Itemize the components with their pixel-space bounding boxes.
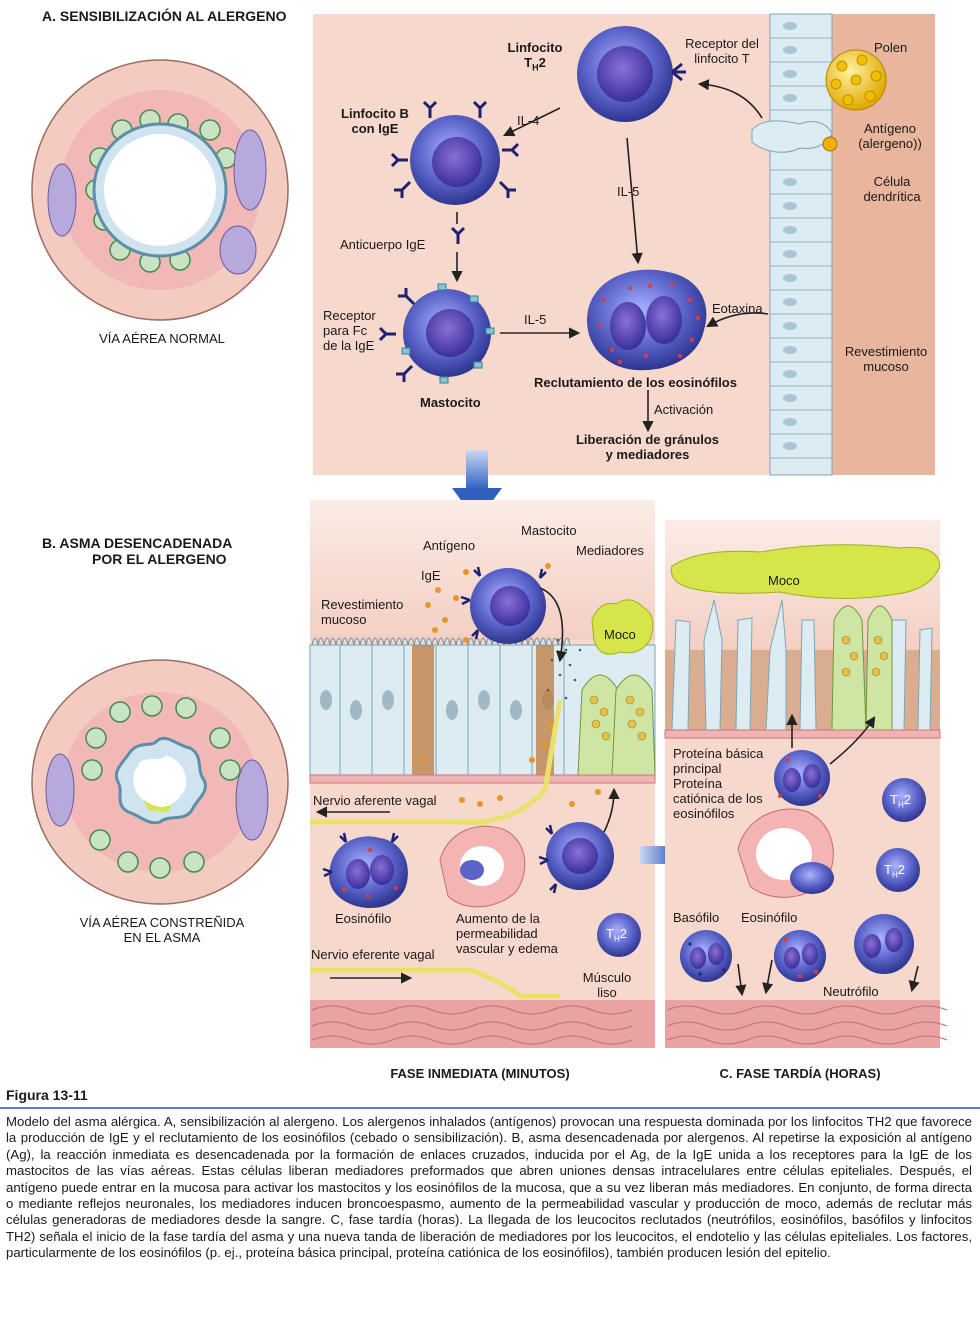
antigen-fragments [419, 602, 601, 807]
t-cell-receptor-label: Receptor del linfocito T [685, 36, 759, 66]
goblet-cells-b [577, 599, 656, 776]
release-label: Liberación de gránulos y mediadores [575, 432, 720, 462]
late-phase-caption: C. FASE TARDÍA (HORAS) [719, 1066, 881, 1081]
eosinophil-recruitment-label: Reclutamiento de los eosinófilos [534, 375, 737, 390]
il4-label: IL-4 [517, 113, 540, 128]
mast-cell-b-activated [435, 563, 551, 644]
basement-membrane-b [309, 774, 656, 784]
th2-cells-c [876, 778, 926, 892]
airway-epithelium-column [769, 13, 833, 476]
afferent-nerve-label: Nervio aferente vagal [313, 793, 437, 808]
mucosal-lining-label-b: Revestimiento mucoso [321, 597, 404, 627]
normal-airway-cross-section [31, 59, 289, 321]
ige-label-b: IgE [421, 568, 441, 583]
th2-cell-b [597, 913, 641, 957]
mast-cell-b-mucosal [538, 822, 614, 894]
normal-airway-label: VÍA AÉREA NORMAL [99, 331, 225, 346]
eosinophil-b [322, 832, 408, 908]
figure-caption: Modelo del asma alérgica. A, sensibiliza… [6, 1114, 972, 1261]
th2-label-c2: TH2 [884, 862, 905, 880]
damaged-epithelium-c [665, 599, 940, 731]
b-cell-label: Linfocito B con IgE [341, 106, 409, 136]
smooth-muscle-c [665, 1000, 948, 1048]
activation-label: Activación [654, 402, 714, 417]
b-lymphocyte [390, 100, 520, 205]
immediate-phase-caption: FASE INMEDIATA (MINUTOS) [390, 1066, 570, 1081]
basophil-c [680, 930, 732, 982]
pollen-grain [825, 49, 887, 111]
eosinophil-c-upper [774, 750, 830, 806]
panel-c-arrows [735, 713, 920, 997]
mucosal-lining-label-a: Revestimiento mucoso [844, 344, 928, 374]
th2-label: Linfocito TH2 [507, 40, 563, 73]
ige-antibody-icon [450, 226, 466, 244]
permeability-label: Aumento de la permeabilidad vascular y e… [456, 911, 558, 956]
caption-rule [0, 1107, 980, 1109]
blood-vessel-c [737, 808, 834, 898]
constricted-airway-label: VÍA AÉREA CONSTREÑIDA EN EL ASMA [79, 915, 245, 945]
mucus-label-b: Moco [604, 627, 636, 642]
mast-cell-label-a: Mastocito [420, 395, 481, 410]
dendritic-cell [751, 120, 833, 153]
mbp-ecp-label: Proteína básica principal Proteína catió… [673, 746, 764, 821]
eosinophil-c-lower [774, 930, 826, 982]
dendritic-cell-label: Célula dendrítica [863, 174, 921, 204]
eosinophil-recruited [587, 269, 707, 371]
fc-receptor-label: Receptor para Fc de la IgE [323, 308, 376, 353]
ige-antibody-label: Anticuerpo IgE [340, 237, 426, 252]
th2-label-c1: TH2 [890, 792, 911, 810]
il5-top-label: IL-5 [617, 184, 640, 199]
mucus-label-c: Moco [768, 573, 800, 588]
figure-label: Figura 13-11 [6, 1087, 88, 1103]
smooth-muscle-b [310, 1000, 655, 1048]
antigen-allergen-label: Antígeno (alergeno)) [858, 121, 922, 151]
constricted-airway-cross-section [31, 659, 289, 905]
neutrophil-label: Neutrófilo [823, 984, 879, 999]
mediators-label: Mediadores [576, 543, 644, 558]
eosinophil-label-c: Eosinófilo [741, 910, 798, 925]
mast-cell [378, 283, 495, 384]
mucus-plug-c [670, 544, 941, 600]
antigen-particle [822, 136, 838, 152]
section-b-title: B. ASMA DESENCADENADA POR EL ALERGENO [42, 535, 233, 567]
antigen-label-b: Antígeno [423, 538, 476, 553]
eosinophil-label-b: Eosinófilo [335, 911, 392, 926]
basophil-label: Basófilo [673, 910, 720, 925]
mast-cell-label-b: Mastocito [521, 523, 577, 538]
pollen-label: Polen [874, 40, 908, 55]
th2-lymphocyte [577, 26, 686, 122]
th2-label-b: TH2 [606, 926, 627, 944]
eotaxin-label: Eotaxina [712, 301, 763, 316]
neutrophil-c [854, 914, 914, 974]
il5-mid-label: IL-5 [524, 312, 547, 327]
nerve-arrows [315, 806, 413, 984]
section-a-title: A. SENSIBILIZACIÓN AL ALERGENO [42, 8, 287, 24]
blood-vessel-b [439, 825, 526, 908]
efferent-nerve-label: Nervio eferente vagal [311, 947, 435, 962]
panel-a-arrows [451, 79, 769, 433]
smooth-muscle-label: Músculo liso [582, 970, 632, 1000]
mediator-particles [546, 638, 582, 700]
